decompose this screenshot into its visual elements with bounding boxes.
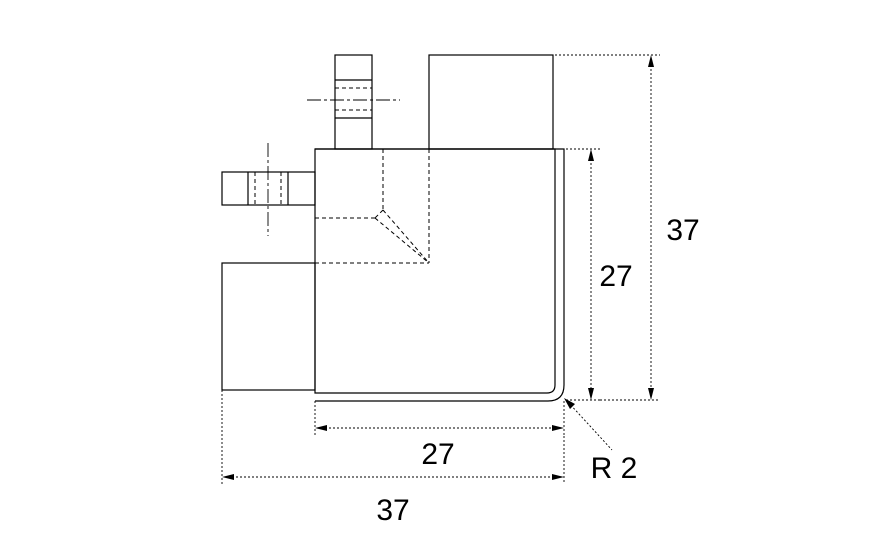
dimension-top-width: 27: [314, 401, 565, 471]
dimension-top-width-label: 27: [421, 438, 454, 471]
dimension-total-width: 37: [221, 390, 565, 527]
left-pin: [221, 143, 316, 236]
top-pin: [307, 54, 400, 150]
hidden-internal-lines: [315, 149, 430, 264]
dimension-total-height-label: 37: [666, 214, 699, 247]
top-connector: [428, 54, 554, 150]
radius-leader: R 2: [564, 398, 637, 485]
dimension-right-height-label: 27: [599, 260, 632, 293]
dimension-total-width-label: 37: [376, 494, 409, 527]
left-connector: [221, 262, 316, 391]
radius-label: R 2: [591, 452, 638, 485]
dimension-total-height: 37: [555, 54, 700, 401]
main-body: [314, 148, 565, 402]
dimension-right-height: 27: [566, 148, 633, 401]
